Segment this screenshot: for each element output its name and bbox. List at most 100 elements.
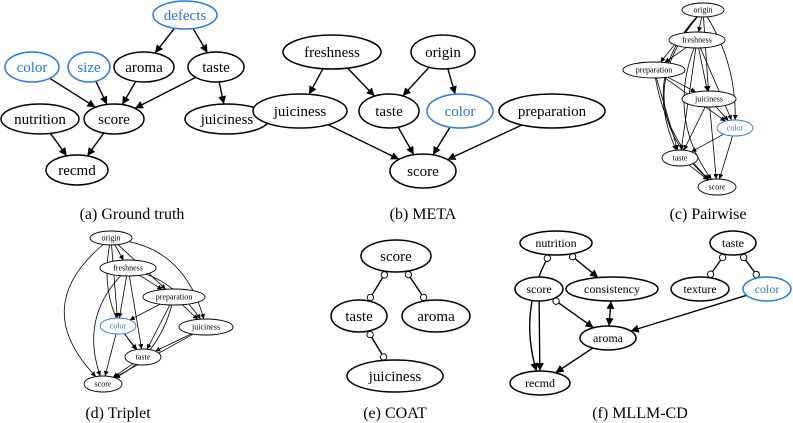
node-taste: taste: [358, 93, 420, 129]
edge-origin-to-freshness: [697, 16, 703, 33]
edge-preparation-to-juiciness: [667, 76, 696, 93]
node-label: taste: [375, 104, 403, 120]
node-label: origin: [693, 6, 712, 15]
edge-preparation-to-score: [655, 77, 710, 180]
edge-aroma-to-recmd: [555, 347, 594, 374]
edge-origin-to-color: [447, 68, 457, 95]
edge-freshness-to-juiciness: [698, 47, 709, 92]
node-label: score: [380, 249, 412, 265]
node-label: taste: [722, 236, 744, 250]
node-label: juiciness: [200, 112, 254, 128]
edge-taste-to-texture: [706, 253, 727, 278]
caption-triplet: (d) Triplet: [85, 405, 151, 422]
edge-preparation-to-color: [129, 303, 161, 321]
node-score: score: [389, 153, 457, 189]
node-label: taste: [202, 60, 230, 76]
node-label: recmd: [525, 376, 555, 390]
node-label: color: [17, 60, 48, 76]
node-color: color: [742, 276, 792, 302]
edge-juiciness-to-color: [715, 106, 729, 121]
node-aroma: aroma: [579, 325, 637, 351]
node-juiciness: juiciness: [252, 93, 348, 129]
edge-score-to-taste: [366, 271, 389, 302]
edge-taste-to-score: [688, 164, 709, 181]
node-ellipse: [389, 153, 457, 189]
edge-freshness-to-score: [93, 275, 121, 377]
edge-color-to-aroma: [630, 294, 747, 333]
edge-consistency-to-aroma: [605, 300, 615, 327]
node-label: taste: [673, 154, 688, 163]
node-label: origin: [101, 234, 120, 243]
edge-freshness-to-taste: [347, 67, 376, 97]
node-ellipse: [709, 230, 757, 256]
caption-ground-truth: (a) Ground truth: [80, 206, 185, 223]
edge-score-to-aroma: [552, 297, 594, 329]
node-size: size: [67, 51, 111, 83]
edge-freshness-to-taste: [128, 275, 144, 350]
node-ellipse: [99, 317, 137, 335]
node-aroma: aroma: [401, 299, 471, 333]
edge-juiciness-to-taste: [683, 106, 706, 151]
node-color: color: [426, 93, 494, 129]
edge-nutrition-to-recmd: [529, 254, 552, 372]
edge-preparation-to-juiciness: [181, 304, 199, 320]
node-ellipse: [668, 31, 726, 49]
edge-juiciness-to-score: [709, 106, 719, 180]
edge-taste-to-score: [134, 76, 197, 109]
node-ellipse: [83, 103, 145, 135]
node-label: score: [95, 380, 112, 389]
node-label: juiciness: [273, 104, 327, 120]
node-ellipse: [252, 93, 348, 129]
node-ellipse: [346, 359, 444, 393]
node-taste: taste: [661, 149, 699, 167]
node-label: origin: [425, 45, 461, 61]
caption-meta: (b) META: [390, 206, 457, 223]
edge-score-to-recmd: [86, 132, 105, 157]
node-label: score: [98, 112, 130, 128]
node-score: score: [83, 375, 123, 393]
node-taste: taste: [330, 299, 388, 333]
node-ellipse: [509, 370, 571, 396]
edge-freshness-to-juiciness: [308, 68, 324, 95]
node-consistency: consistency: [565, 276, 659, 302]
node-taste: taste: [709, 230, 757, 256]
edge-origin-to-taste: [402, 66, 430, 97]
node-ellipse: [697, 178, 737, 196]
node-juiciness: juiciness: [178, 318, 234, 336]
node-score: score: [697, 178, 737, 196]
node-label: taste: [136, 353, 151, 362]
edge-freshness-to-preparation: [664, 47, 687, 63]
edge-origin-to-juiciness: [703, 16, 711, 92]
node-score: score: [514, 276, 564, 302]
node-score: score: [83, 103, 145, 135]
edge-score-to-aroma: [404, 270, 428, 302]
node-label: preparation: [156, 293, 192, 302]
edge-color-to-score: [718, 135, 733, 180]
edge-score-to-recmd: [535, 300, 544, 372]
node-ellipse: [401, 299, 471, 333]
edge-preparation-to-taste: [146, 304, 171, 350]
node-label: taste: [345, 309, 373, 325]
edge-color-to-taste: [691, 133, 724, 153]
node-label: juiciness: [191, 323, 220, 332]
node-label: consistency: [584, 282, 640, 296]
node-juiciness: juiciness: [346, 359, 444, 393]
edge-origin-to-freshness: [114, 244, 124, 261]
node-freshness: freshness: [668, 31, 726, 49]
edge-color-to-score: [432, 126, 451, 156]
node-label: nutrition: [14, 112, 66, 128]
node-ellipse: [681, 2, 725, 18]
node-nutrition: nutrition: [519, 230, 593, 256]
edge-color-to-score: [49, 77, 96, 108]
panel-c: originfreshnesspreparationjuicinesscolor…: [622, 2, 754, 196]
node-recmd: recmd: [45, 154, 109, 186]
node-label: size: [77, 60, 101, 76]
node-ellipse: [498, 93, 606, 129]
node-label: color: [755, 282, 780, 296]
node-ellipse: [142, 288, 206, 306]
edge-freshness-to-preparation: [139, 274, 163, 290]
node-origin: origin: [410, 34, 476, 70]
node-score: score: [360, 239, 432, 273]
